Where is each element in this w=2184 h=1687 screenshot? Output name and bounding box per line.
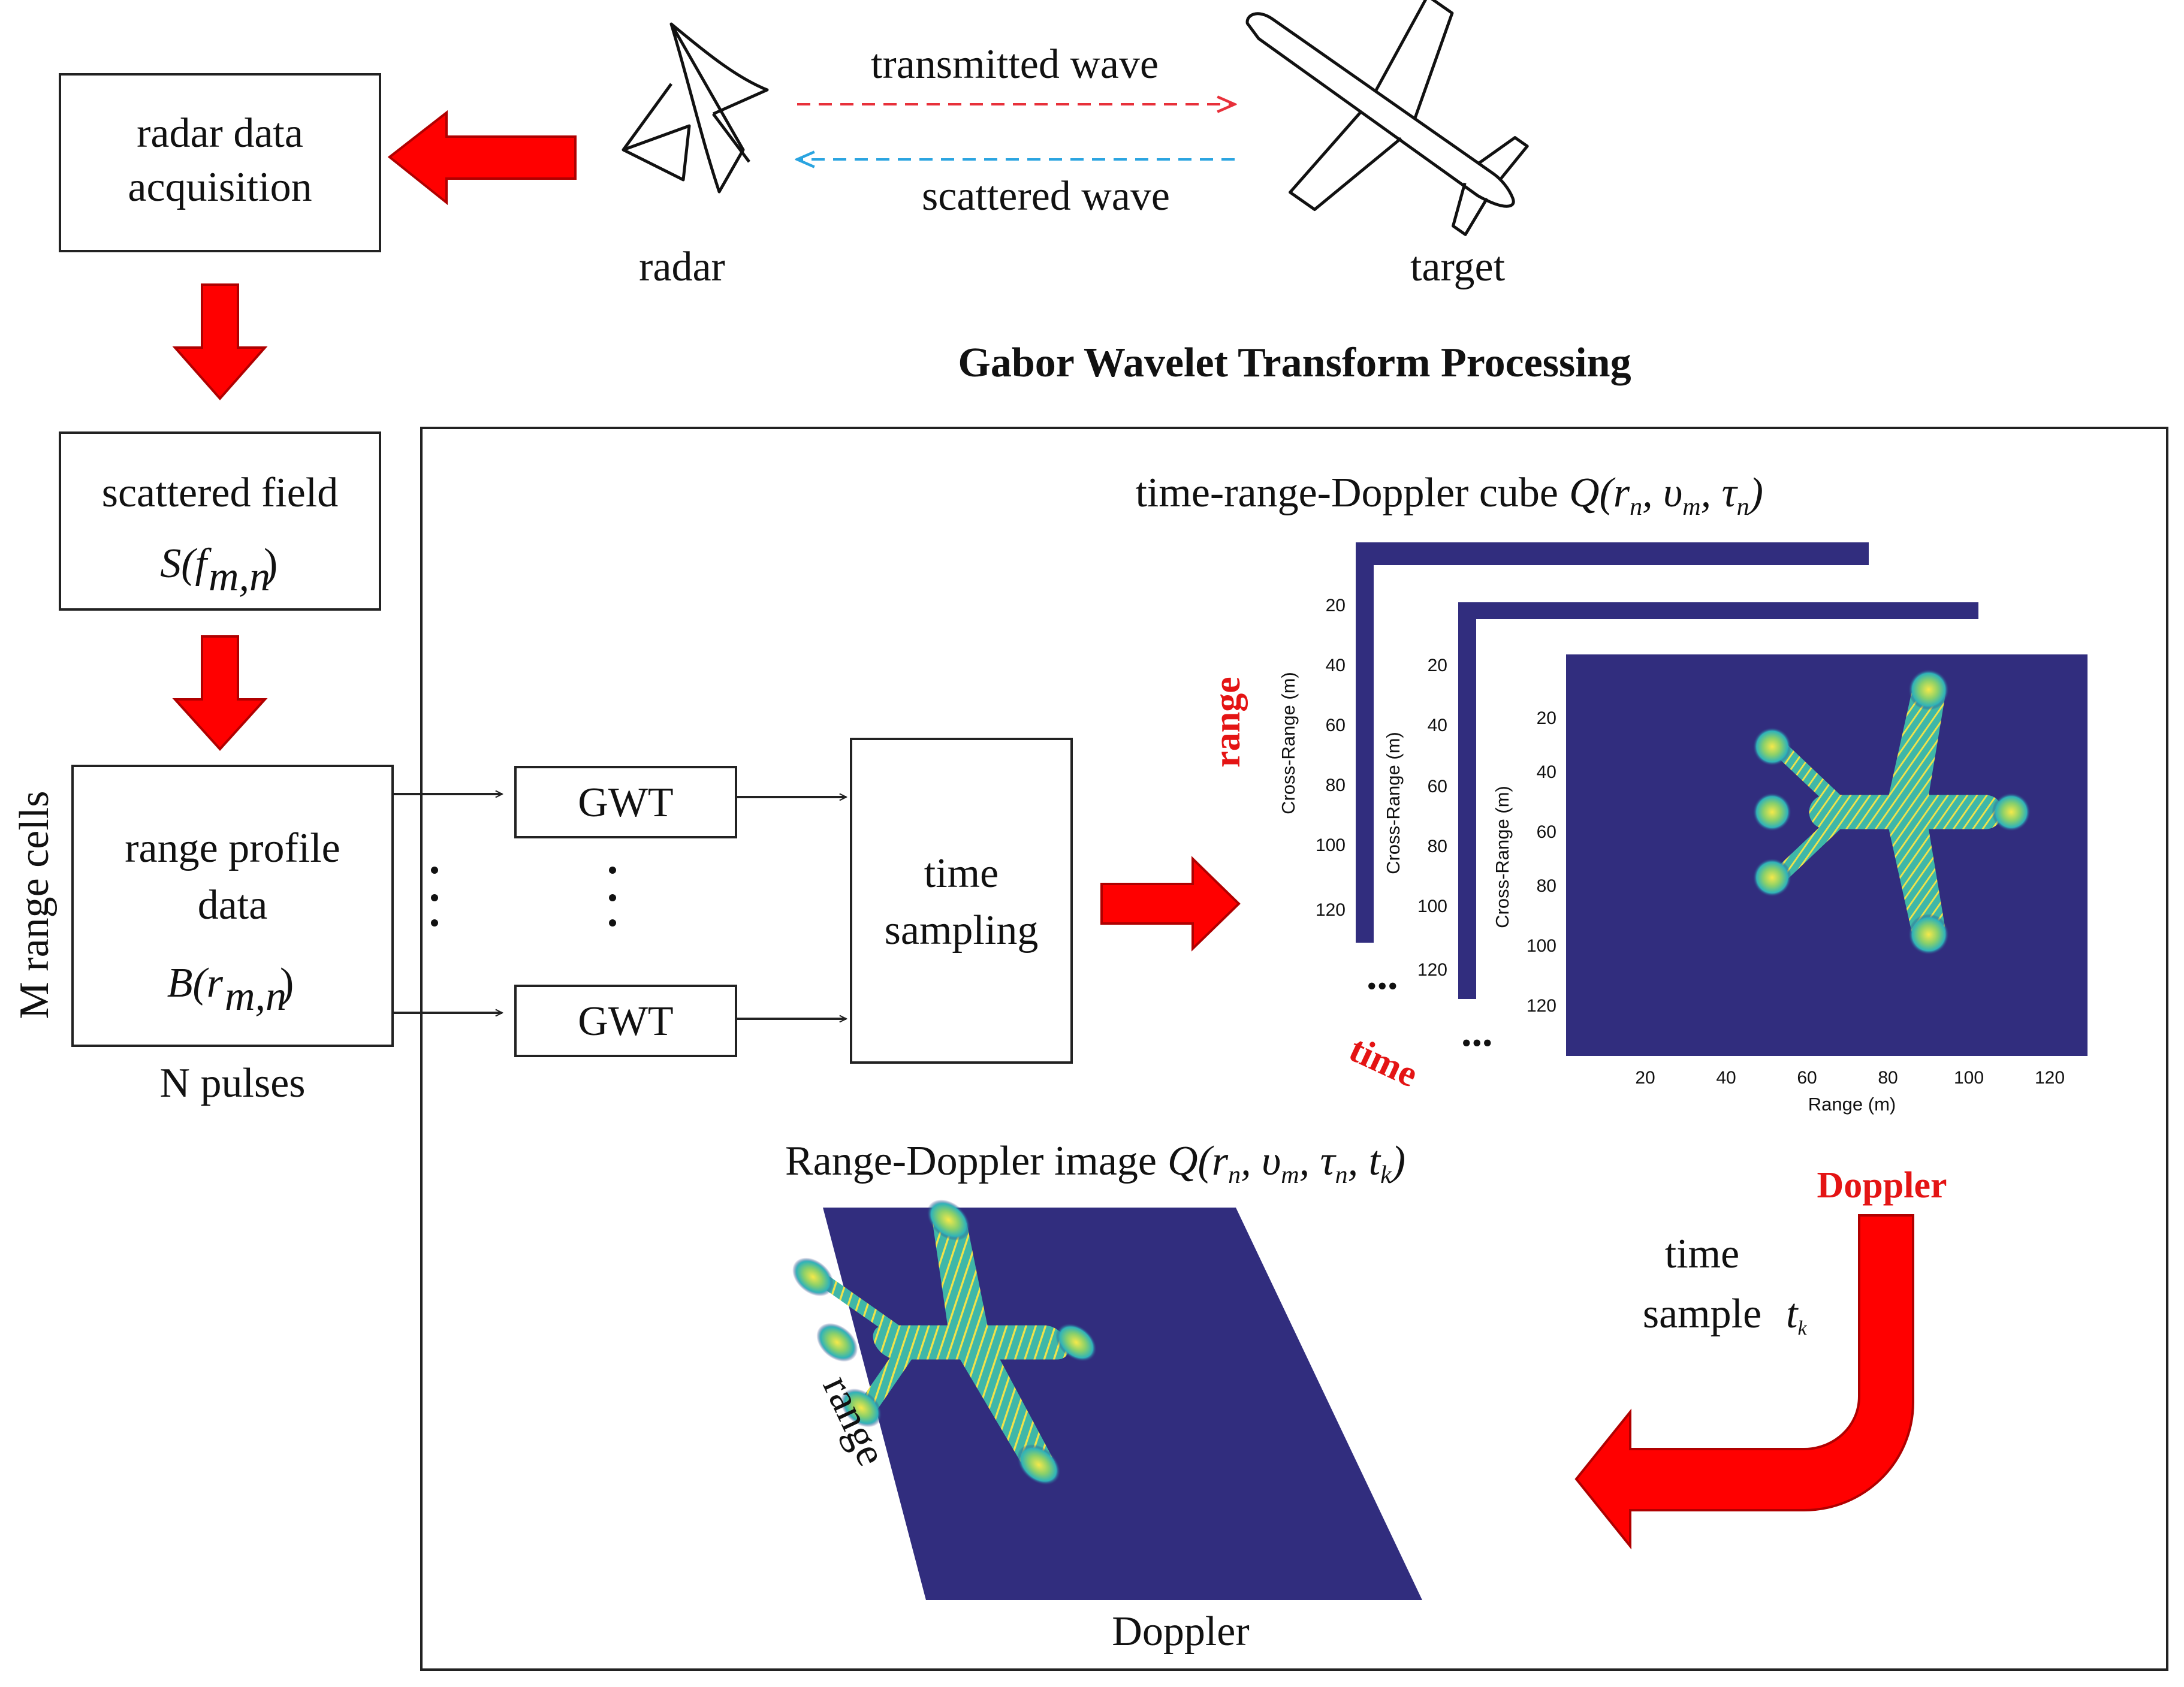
- time-sample-line1: time: [1665, 1231, 1739, 1277]
- front-y-axis-label: Cross-Range (m): [1492, 786, 1513, 928]
- back1-ytick-100: 100: [1316, 835, 1346, 855]
- front-ytick-20: 20: [1537, 708, 1556, 728]
- back1-ytick-40: 40: [1326, 656, 1346, 675]
- back1-ytick-120: 120: [1316, 900, 1346, 920]
- gwt-label-bottom: GWT: [578, 998, 673, 1045]
- front-ytick-120: 120: [1527, 996, 1556, 1016]
- profile-line1: range profile: [125, 825, 340, 871]
- front-xtick-80: 80: [1878, 1068, 1898, 1088]
- front-ytick-100: 100: [1527, 936, 1556, 956]
- back2-ytick-80: 80: [1428, 837, 1447, 856]
- cube-range-label: range: [1207, 677, 1248, 768]
- cube-front-yticks: 20 40 60 80 100 120 Cross-Range (m): [1492, 708, 1556, 1016]
- profile-formula-main: B(r: [167, 960, 224, 1006]
- cube-back-frame-1: [1356, 542, 1869, 943]
- back2-ytick-100: 100: [1417, 897, 1447, 916]
- front-xtick-20: 20: [1635, 1068, 1655, 1088]
- back2-ytick-20: 20: [1428, 656, 1447, 675]
- time-sample-line2: sample: [1643, 1291, 1761, 1337]
- gwt-section-title: Gabor Wavelet Transform Processing: [958, 340, 1631, 386]
- back2-y-axis-label: Cross-Range (m): [1383, 732, 1404, 874]
- front-xtick-120: 120: [2035, 1068, 2065, 1088]
- n-pulses-label: N pulses: [159, 1060, 305, 1106]
- front-xtick-40: 40: [1716, 1068, 1736, 1088]
- time-sampling-block: time sampling: [850, 738, 1073, 1064]
- cube-title-text: time-range-Doppler cube: [1135, 470, 1558, 516]
- cube-title-formula: Q(rn, υm, τn): [1569, 470, 1763, 521]
- cube-back-2-yticks: 20 40 60 80 100 120 Cross-Range (m): [1383, 656, 1447, 980]
- radar-data-acquisition-block: radar data acquisition: [59, 73, 381, 252]
- front-x-axis-label: Range (m): [1808, 1094, 1896, 1115]
- front-xtick-60: 60: [1797, 1068, 1817, 1088]
- back1-ytick-20: 20: [1326, 596, 1346, 615]
- red-arrow-down-1-icon: [172, 283, 268, 401]
- rd-image: [765, 1199, 1422, 1600]
- cube-front-xticks: 20 40 60 80 100 120 Range (m): [1635, 1068, 2065, 1115]
- red-arrow-right-icon: [1100, 856, 1241, 952]
- cube-front-image: [1566, 654, 2088, 1056]
- cube-back-1-yticks: 20 40 60 80 100 120 Cross-Range (m): [1278, 596, 1346, 920]
- front-ytick-80: 80: [1537, 876, 1556, 896]
- red-arrow-down-2-icon: [172, 635, 268, 751]
- gwt-processing-frame: [420, 427, 2168, 1671]
- front-ytick-40: 40: [1537, 762, 1556, 782]
- front-ytick-60: 60: [1537, 822, 1556, 842]
- cube-back-frame-2: [1458, 602, 1978, 999]
- m-range-cells-label: M range cells: [11, 791, 58, 1019]
- back1-y-axis-label: Cross-Range (m): [1278, 672, 1299, 814]
- back1-ytick-80: 80: [1326, 775, 1346, 795]
- profile-formula-sub: m,n: [225, 973, 286, 1019]
- target-label: target: [1410, 244, 1506, 290]
- airplane-icon: [1245, 0, 1529, 236]
- acquisition-line2: acquisition: [128, 164, 312, 210]
- radar-dish-icon: [622, 22, 769, 194]
- radar-label: radar: [639, 244, 725, 290]
- profile-line2: data: [198, 882, 268, 928]
- vertical-ellipsis-icon: [431, 867, 616, 927]
- time-sample-formula: tk: [1786, 1291, 1807, 1339]
- back2-ytick-40: 40: [1428, 716, 1447, 735]
- gwt-block-top: GWT: [514, 766, 737, 838]
- back2-ytick-60: 60: [1428, 777, 1447, 796]
- gwt-block-bottom: GWT: [514, 985, 737, 1057]
- rd-title-text: Range-Doppler image: [785, 1138, 1157, 1184]
- red-curved-arrow-icon: [1574, 1214, 1914, 1550]
- back2-ytick-120: 120: [1417, 960, 1447, 980]
- cube-ellipsis-2: ...: [1461, 1009, 1493, 1055]
- cube-ellipsis-1: ...: [1366, 952, 1398, 998]
- field-formula-sub: m,n: [209, 554, 270, 600]
- back1-ytick-60: 60: [1326, 716, 1346, 735]
- cube-title: time-range-Doppler cube Q(rn, υm, τn): [1135, 470, 1763, 521]
- time-sampling-line2: sampling: [885, 907, 1039, 953]
- scattered-wave-label: scattered wave: [922, 173, 1170, 219]
- acquisition-line1: radar data: [137, 110, 303, 156]
- front-xtick-100: 100: [1954, 1068, 1984, 1088]
- gwt-label-top: GWT: [578, 780, 673, 826]
- transmitted-wave-label: transmitted wave: [871, 41, 1159, 87]
- rd-title: Range-Doppler image Q(rn, υm, τn, tk): [785, 1138, 1405, 1189]
- range-profile-block: range profile data B(r m,n ): [71, 765, 394, 1047]
- profile-formula-close: ): [280, 960, 294, 1006]
- rd-doppler-label: Doppler: [1112, 1608, 1249, 1655]
- field-formula-main: S(f: [160, 541, 212, 587]
- time-sampling-line1: time: [924, 850, 999, 897]
- field-line1: scattered field: [102, 470, 339, 516]
- cube-time-label: time: [1343, 1028, 1424, 1095]
- scattered-field-block: scattered field S(f m,n ): [59, 431, 381, 611]
- field-formula-close: ): [264, 541, 277, 587]
- cube-doppler-label: Doppler: [1817, 1165, 1947, 1206]
- rd-title-formula: Q(rn, υm, τn, tk): [1168, 1138, 1405, 1189]
- red-arrow-left-icon: [387, 110, 577, 206]
